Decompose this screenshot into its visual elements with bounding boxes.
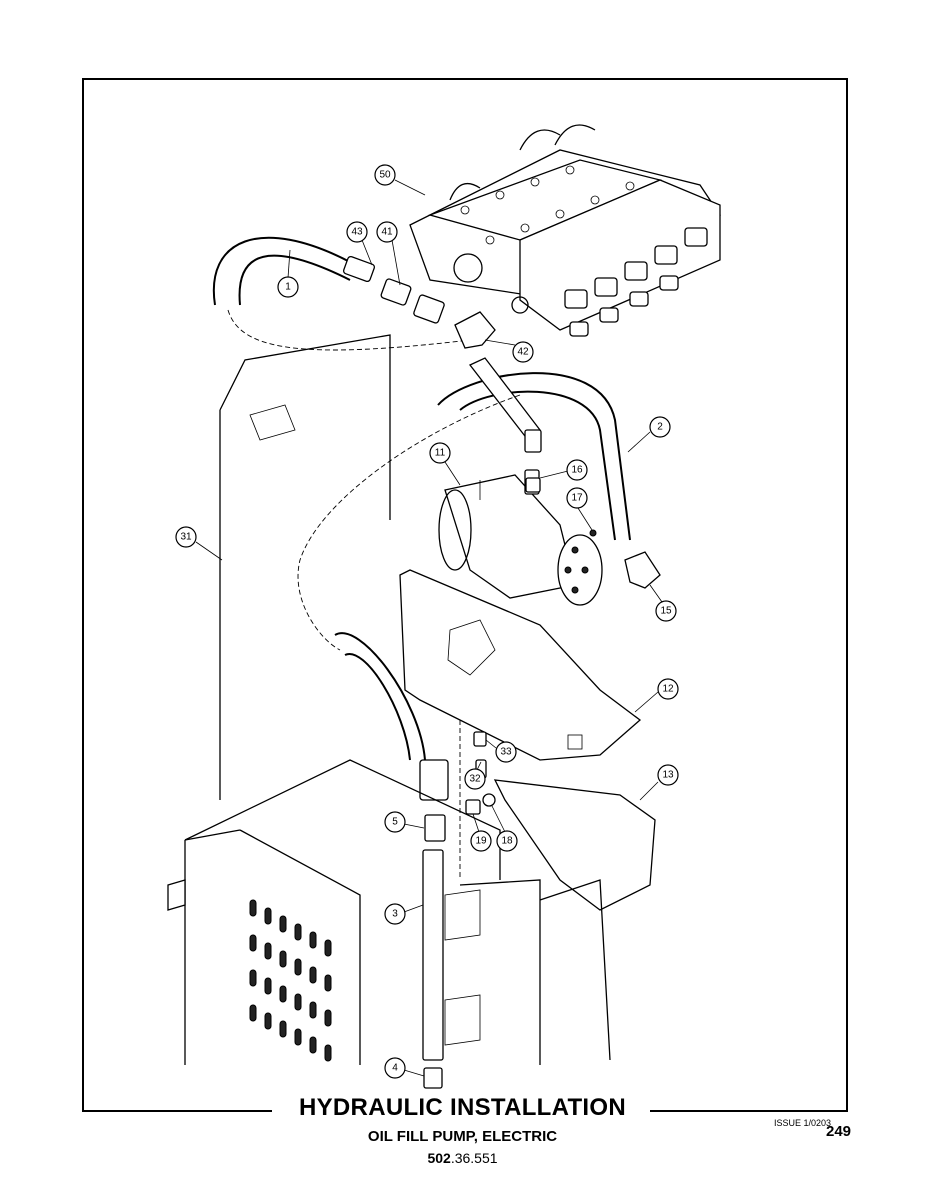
bracket-12: [399, 569, 642, 761]
callout-1: 1: [277, 276, 299, 298]
svg-text:50: 50: [379, 170, 391, 181]
callout-4: 4: [384, 1057, 406, 1079]
part-number-bold: 502: [427, 1150, 451, 1166]
page-number: 249: [826, 1123, 852, 1140]
callout-2: 2: [649, 416, 671, 438]
page-title: HYDRAULIC INSTALLATION: [0, 1094, 925, 1122]
fittings-top: [342, 255, 496, 349]
issue-label: ISSUE 1/0203: [774, 1118, 832, 1128]
svg-text:3: 3: [392, 909, 398, 920]
callout-17: 17: [566, 487, 588, 509]
svg-text:2: 2: [657, 422, 663, 433]
base-enclosure: [167, 720, 611, 1065]
hose-1: [212, 236, 351, 306]
page-title-text: HYDRAULIC INSTALLATION: [290, 1094, 634, 1121]
panel-31: [219, 334, 391, 800]
callout-18: 18: [496, 830, 518, 852]
svg-text:41: 41: [381, 227, 393, 238]
fitting-4: [423, 1067, 443, 1089]
callout-11: 11: [429, 442, 451, 464]
drawing-frame: [82, 78, 848, 1112]
title-rule-left: [82, 1110, 272, 1112]
fitting-5: [424, 814, 446, 842]
callout-50: 50: [374, 164, 396, 186]
hose-lower: [334, 632, 426, 761]
svg-text:43: 43: [351, 227, 363, 238]
callout-19: 19: [470, 830, 492, 852]
svg-text:18: 18: [501, 836, 513, 847]
svg-text:12: 12: [662, 684, 674, 695]
part-number-rest: .36.551: [450, 1150, 498, 1166]
svg-text:42: 42: [517, 347, 529, 358]
callout-13: 13: [657, 764, 679, 786]
callout-3: 3: [384, 903, 406, 925]
callout-12: 12: [657, 678, 679, 700]
callout-41: 41: [376, 221, 398, 243]
svg-text:17: 17: [571, 493, 583, 504]
hose-2: [437, 372, 631, 541]
callout-15: 15: [655, 600, 677, 622]
page-subtitle: OIL FILL PUMP, ELECTRIC: [367, 1128, 558, 1145]
svg-text:4: 4: [392, 1063, 398, 1074]
svg-text:31: 31: [180, 532, 192, 543]
svg-text:33: 33: [500, 747, 512, 758]
tube-3: [422, 849, 444, 1061]
valve-block: [409, 124, 721, 337]
svg-text:19: 19: [475, 836, 487, 847]
svg-text:1: 1: [285, 282, 291, 293]
part-number: 502.36.551: [0, 1150, 925, 1166]
svg-text:11: 11: [435, 448, 446, 459]
callout-5: 5: [384, 811, 406, 833]
exploded-diagram: 50 43 41 1 42 2 11 16 17 31 15 12 33 13 …: [167, 124, 721, 1089]
callout-33: 33: [495, 741, 517, 763]
callout-16: 16: [566, 459, 588, 481]
title-rule-right: [650, 1110, 848, 1112]
callout-43: 43: [346, 221, 368, 243]
svg-text:5: 5: [392, 817, 398, 828]
bracket-13: [493, 779, 656, 911]
svg-text:15: 15: [660, 606, 672, 617]
callouts: 50 43 41 1 42 2 11 16 17 31 15 12 33 13 …: [175, 164, 679, 1079]
svg-text:16: 16: [571, 465, 583, 476]
callout-31: 31: [175, 526, 197, 548]
callout-32: 32: [464, 768, 486, 790]
svg-text:32: 32: [469, 774, 481, 785]
callout-42: 42: [512, 341, 534, 363]
svg-text:13: 13: [662, 770, 674, 781]
